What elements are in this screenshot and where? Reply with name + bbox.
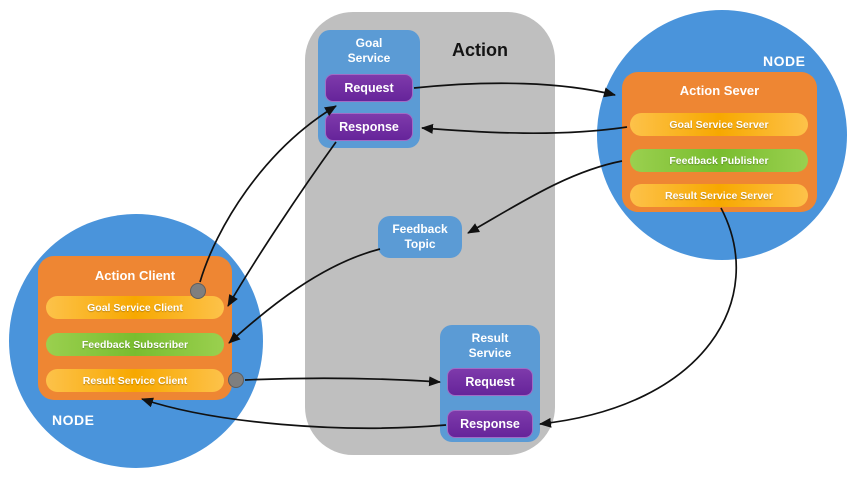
goal-response-label: Response	[339, 120, 399, 134]
feedback-topic-title: Feedback Topic	[392, 222, 448, 251]
action-server-box: Action Sever Goal Service Server Feedbac…	[622, 72, 817, 212]
goal-request-button: Request	[325, 74, 413, 102]
goal-request-label: Request	[344, 81, 394, 95]
goal-response-button: Response	[325, 113, 413, 141]
feedback-publisher-pill: Feedback Publisher	[630, 149, 808, 172]
goal-service-client-label: Goal Service Client	[87, 301, 183, 314]
result-service-title: Result Service	[468, 331, 512, 360]
action-client-box: Action Client Goal Service Client Feedba…	[38, 256, 232, 400]
feedback-subscriber-label: Feedback Subscriber	[81, 338, 189, 351]
result-service-client-pill: Result Service Client	[46, 369, 224, 392]
goal-connection-dot	[190, 283, 206, 299]
goal-service-title: Goal Service	[347, 36, 391, 65]
result-service-box: Result Service Request Response	[440, 325, 540, 442]
goal-service-server-label: Goal Service Server	[669, 118, 769, 131]
server-node-label: NODE	[763, 53, 806, 69]
feedback-publisher-label: Feedback Publisher	[669, 154, 769, 167]
client-node-label: NODE	[52, 412, 95, 428]
result-service-client-label: Result Service Client	[82, 374, 188, 387]
feedback-topic-box: Feedback Topic	[378, 216, 462, 258]
goal-service-server-pill: Goal Service Server	[630, 113, 808, 136]
action-client-title: Action Client	[94, 268, 176, 283]
result-service-server-pill: Result Service Server	[630, 184, 808, 207]
result-request-button: Request	[447, 368, 533, 396]
result-request-label: Request	[465, 375, 515, 389]
result-response-button: Response	[447, 410, 533, 438]
result-connection-dot	[228, 372, 244, 388]
result-service-server-label: Result Service Server	[665, 189, 773, 202]
action-server-title: Action Sever	[679, 83, 760, 98]
feedback-subscriber-pill: Feedback Subscriber	[46, 333, 224, 356]
goal-service-box: Goal Service Request Response	[318, 30, 420, 148]
goal-service-client-pill: Goal Service Client	[46, 296, 224, 319]
action-title: Action	[452, 40, 508, 60]
result-response-label: Response	[460, 417, 520, 431]
